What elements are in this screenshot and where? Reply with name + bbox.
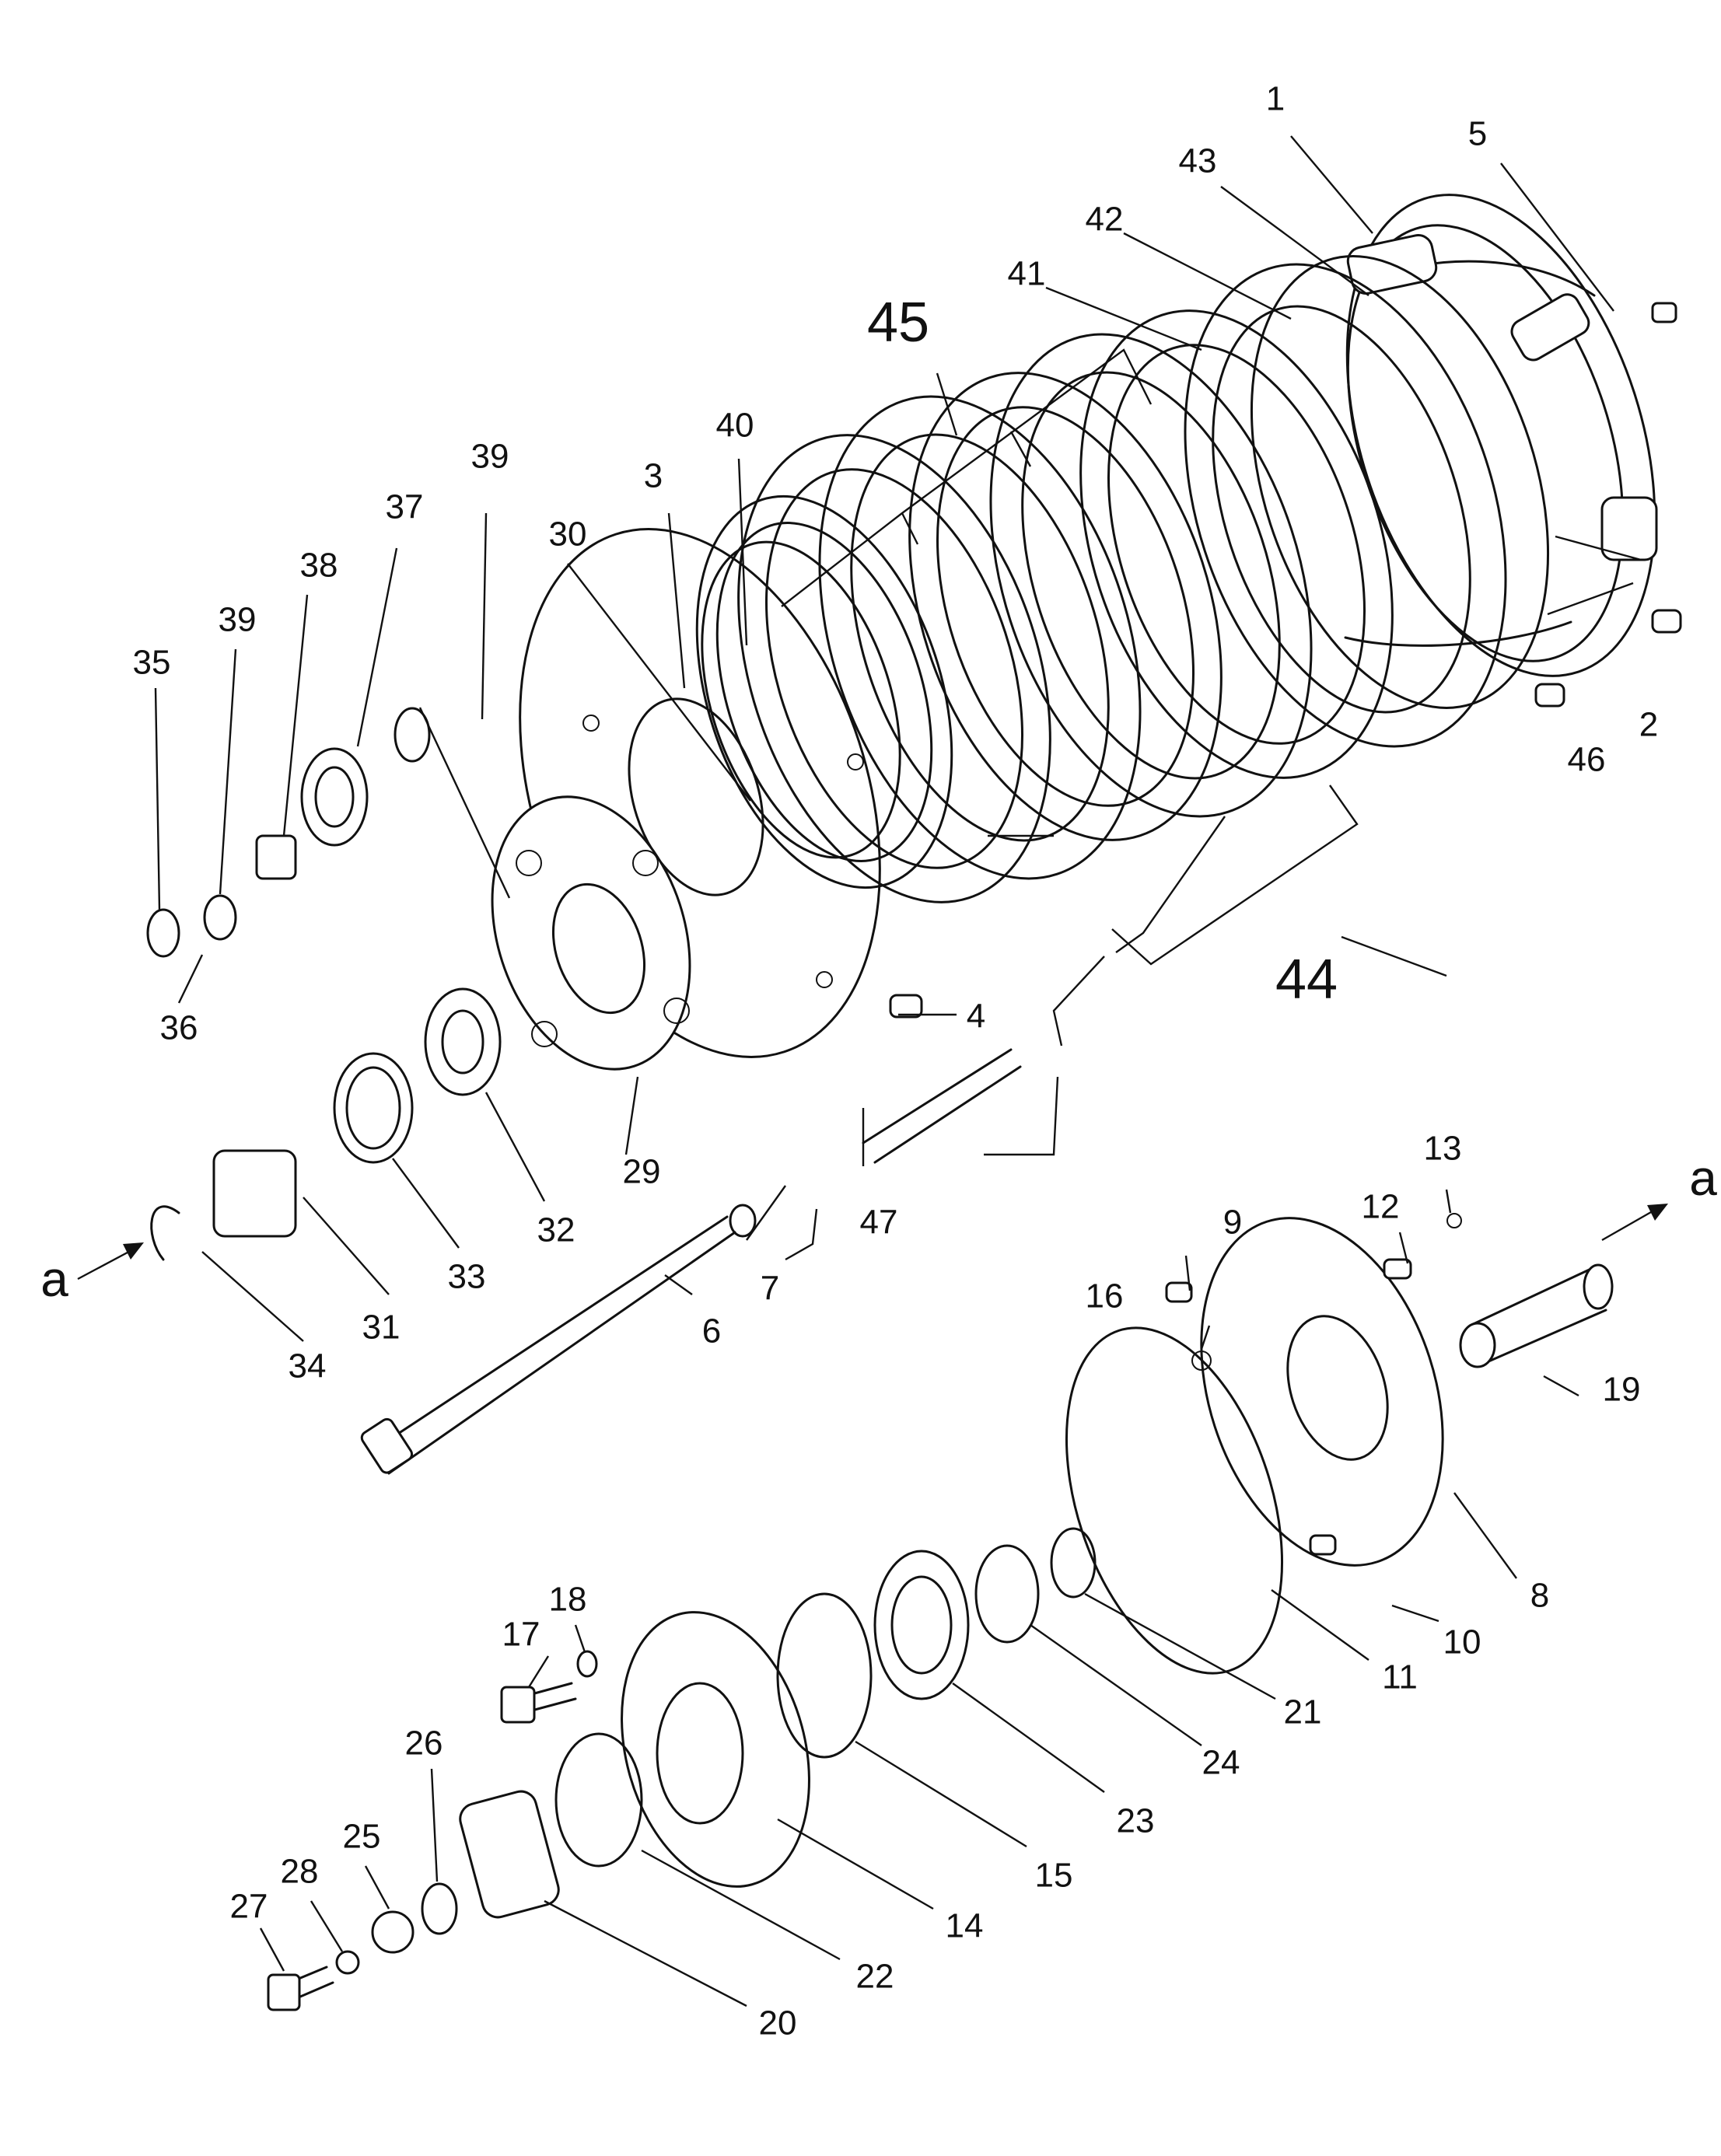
callout-16: 16 xyxy=(1086,1277,1124,1316)
callout-26: 26 xyxy=(405,1724,443,1763)
callout-11: 11 xyxy=(1382,1658,1418,1696)
reference-a-left: a xyxy=(40,1251,68,1307)
callout-38: 38 xyxy=(300,547,338,585)
planet-carrier xyxy=(491,795,691,1071)
callout-24: 24 xyxy=(1202,1744,1240,1782)
clutch-housing xyxy=(1344,194,1658,677)
callout-4: 4 xyxy=(967,998,985,1036)
callout-35: 35 xyxy=(133,644,171,682)
callout-39-left: 39 xyxy=(219,601,257,639)
callout-22: 22 xyxy=(856,1958,894,1996)
callout-29: 29 xyxy=(623,1153,661,1191)
callout-40: 40 xyxy=(716,407,754,445)
callout-32: 32 xyxy=(537,1211,575,1249)
callout-14: 14 xyxy=(946,1907,984,1945)
callout-labels: 1 2 3 4 5 6 7 8 9 10 11 12 13 14 15 16 1… xyxy=(40,80,1717,2042)
bolts-and-pins xyxy=(360,302,1682,1475)
callout-2: 2 xyxy=(1639,706,1658,744)
callout-28: 28 xyxy=(281,1853,319,1891)
callout-19: 19 xyxy=(1603,1371,1641,1409)
clutch-disc-stack xyxy=(695,309,1394,903)
callout-39-right: 39 xyxy=(471,438,509,476)
callout-42: 42 xyxy=(1086,201,1124,239)
callout-34: 34 xyxy=(289,1347,327,1386)
callout-23: 23 xyxy=(1117,1802,1155,1840)
callout-46: 46 xyxy=(1568,741,1606,779)
callout-36: 36 xyxy=(160,1009,198,1047)
callout-17: 17 xyxy=(502,1616,540,1654)
callout-45: 45 xyxy=(867,292,929,354)
callout-12: 12 xyxy=(1362,1188,1400,1226)
callout-27: 27 xyxy=(230,1888,268,1926)
leader-lines xyxy=(77,135,1657,2007)
gear-train-parts xyxy=(146,707,502,1261)
callout-37: 37 xyxy=(386,488,424,526)
callout-33: 33 xyxy=(448,1258,486,1296)
callout-47: 47 xyxy=(860,1204,898,1242)
callout-5: 5 xyxy=(1468,115,1487,153)
callout-15: 15 xyxy=(1035,1857,1073,1895)
callout-30: 30 xyxy=(549,515,587,554)
callout-44: 44 xyxy=(1275,949,1338,1011)
arrow-head-left xyxy=(123,1242,144,1260)
callout-18: 18 xyxy=(549,1581,587,1619)
callout-21: 21 xyxy=(1284,1693,1322,1731)
callout-13: 13 xyxy=(1424,1130,1462,1168)
callout-9: 9 xyxy=(1223,1204,1242,1242)
callout-43: 43 xyxy=(1179,142,1217,180)
callout-41: 41 xyxy=(1008,255,1046,293)
callout-6: 6 xyxy=(702,1312,721,1351)
callout-7: 7 xyxy=(761,1270,779,1308)
callout-3: 3 xyxy=(644,457,663,495)
callout-31: 31 xyxy=(362,1309,401,1347)
callout-25: 25 xyxy=(343,1818,381,1856)
reference-a-right: a xyxy=(1689,1150,1717,1206)
callout-8: 8 xyxy=(1530,1577,1549,1615)
callout-1: 1 xyxy=(1266,80,1285,118)
callout-20: 20 xyxy=(759,2004,797,2042)
clutch-end-plate xyxy=(1184,255,1550,748)
cover-assembly xyxy=(267,1213,1614,2011)
arrow-head-right xyxy=(1647,1204,1668,1221)
callout-10: 10 xyxy=(1443,1623,1481,1662)
